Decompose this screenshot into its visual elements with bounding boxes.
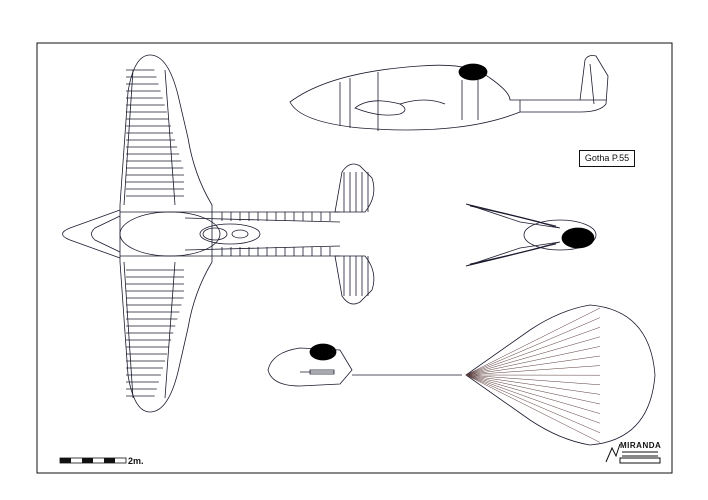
boom-ribs [221, 212, 331, 256]
wing-outline [119, 54, 213, 413]
tail-fin-upper [334, 163, 375, 213]
canopy-front [561, 227, 595, 249]
structure-line [465, 346, 601, 376]
parachute-canopy [465, 304, 656, 446]
scale-bar-label: 2m. [128, 456, 144, 466]
structure-line [465, 374, 601, 434]
scale-bar [59, 457, 127, 464]
parachute-shroud-lines [465, 307, 601, 443]
structure-line [465, 355, 601, 376]
structure-line [465, 374, 601, 395]
structure-line [465, 374, 601, 414]
canopy-side [458, 63, 488, 81]
sheet-frame [36, 42, 673, 474]
canopy-capsule [309, 343, 337, 361]
top-view-plan [62, 54, 375, 413]
nose-outline [62, 209, 121, 259]
side-view-profile [289, 55, 609, 131]
drawing-title-label: Gotha P.55 [579, 150, 635, 167]
parachute-recovery-view [267, 304, 656, 446]
wing-ribs-lower [126, 269, 184, 397]
structure-line [465, 374, 601, 405]
structure-line [465, 326, 601, 376]
fuselage-side [289, 55, 609, 131]
fuselage-front [523, 219, 597, 251]
structure-line [465, 317, 601, 376]
structure-line [465, 307, 601, 376]
structure-line [465, 374, 601, 386]
structure-line [465, 365, 601, 376]
logo-label: MIRANDA [620, 441, 662, 450]
front-view [465, 203, 597, 267]
miranda-logo-mark [605, 443, 661, 464]
structure-line [465, 336, 601, 376]
tail-fin-lower [334, 255, 375, 305]
nose-capsule [267, 347, 353, 387]
structure-line [465, 374, 601, 443]
tail-fin-ribs [343, 172, 369, 296]
structure-line [465, 374, 601, 424]
wing-ribs-upper [126, 69, 184, 197]
